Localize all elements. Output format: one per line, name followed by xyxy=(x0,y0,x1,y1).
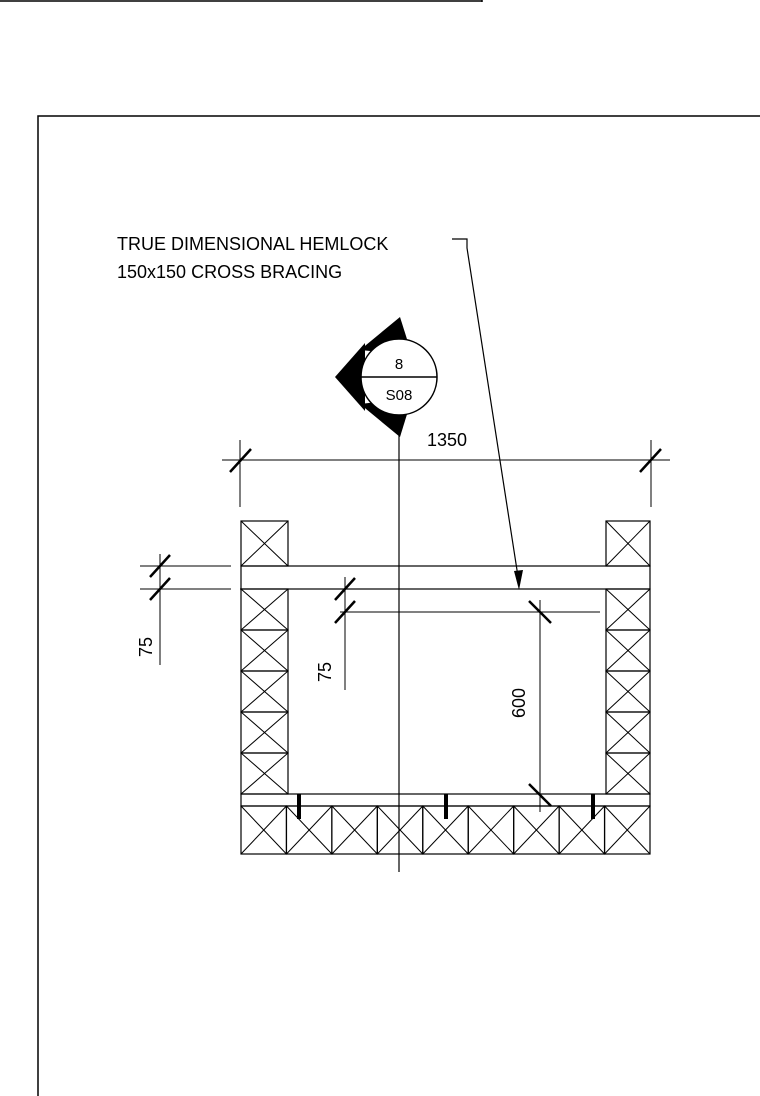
timber-cross-line xyxy=(240,520,289,567)
timber-cross-line xyxy=(605,711,651,754)
timber-block xyxy=(603,805,651,855)
timber-cross-line xyxy=(331,805,378,855)
timber-cross-line xyxy=(605,752,651,795)
dim-left-gap-label: 75 xyxy=(136,637,156,657)
timber-cross-line xyxy=(422,805,469,855)
section-marker: 8 S08 xyxy=(335,317,438,437)
callout-line-1: TRUE DIMENSIONAL HEMLOCK xyxy=(117,234,388,254)
timber-crib xyxy=(240,520,651,855)
timber-cross-line xyxy=(605,629,651,672)
dim-tick xyxy=(149,577,171,601)
sheet-frame xyxy=(37,115,760,1096)
spike-bolt xyxy=(444,794,448,819)
timber-cross-line xyxy=(467,805,515,855)
dim-tick xyxy=(528,783,552,807)
dim-tick xyxy=(334,600,356,624)
timber-cross-line xyxy=(558,805,605,855)
dim-overall-width-label: 1350 xyxy=(427,430,467,450)
dim-inner-gap-label: 75 xyxy=(315,662,335,682)
timber-cross-line xyxy=(376,805,424,855)
callout-leader xyxy=(452,238,520,584)
dim-tick xyxy=(639,448,662,473)
leader-arrowhead xyxy=(514,570,523,590)
timber-cross-line xyxy=(240,670,289,713)
dim-tick xyxy=(528,600,552,624)
timber-cross-line xyxy=(286,805,333,855)
timber-cross-line xyxy=(605,670,651,713)
dimension-left-gap: 75 xyxy=(136,554,231,665)
dim-tick xyxy=(229,448,252,473)
dim-tick xyxy=(149,554,171,578)
timber-cross-line xyxy=(240,629,289,672)
callout-line-2: 150x150 CROSS BRACING xyxy=(117,262,342,282)
timber-cross-line xyxy=(240,588,289,631)
timber-cross-line xyxy=(513,805,560,855)
section-sheet: S08 xyxy=(386,387,413,404)
dimension-overall-width: 1350 xyxy=(222,430,670,507)
section-number: 8 xyxy=(395,356,403,373)
dimension-depth: 600 xyxy=(509,600,600,812)
dim-depth-label: 600 xyxy=(509,688,529,718)
timber-cross-line xyxy=(605,588,651,631)
timber-cross-line xyxy=(605,520,651,567)
timber-cross-line xyxy=(240,711,289,754)
timber-cross-line xyxy=(240,752,289,795)
timber-cross-line xyxy=(240,805,287,855)
timber-cross-line xyxy=(604,805,651,855)
section-marker-left-arrow xyxy=(335,343,365,411)
spike-bolt xyxy=(297,794,301,819)
strut-rail xyxy=(240,565,651,590)
spike-bolt xyxy=(591,794,595,819)
